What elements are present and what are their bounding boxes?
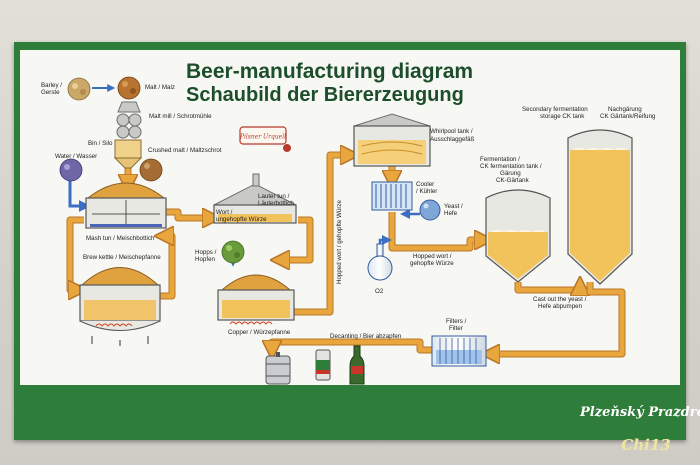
- nachgarung-label: Nachgärung: [608, 106, 642, 113]
- diagram-title-german: Schaubild der Biererzeugung: [186, 84, 464, 106]
- beer-can-icon: [315, 349, 331, 381]
- lauter-tun-label-de: Läuterbottich: [258, 200, 294, 207]
- malt-label: Malt / Malz: [145, 84, 175, 91]
- copper-vessel: [217, 274, 295, 325]
- water-icon: [59, 158, 83, 182]
- keg-icon: [265, 352, 291, 385]
- copper-label: Copper / Würzepfanne: [228, 329, 291, 336]
- barley-icon: [67, 77, 91, 101]
- cooler-label: Cooler: [416, 181, 434, 188]
- yeast-label-de: Hefe: [444, 210, 458, 217]
- wort-label: Wort /: [216, 209, 233, 216]
- secondary-fermentation-label-2: storage CK tank: [540, 113, 585, 120]
- filters-label-de: Filter: [449, 325, 463, 332]
- oxygen-flask-icon: [367, 243, 393, 281]
- secondary-fermentation-tank: [567, 129, 633, 285]
- bin-silo-icon: [113, 139, 143, 169]
- malt-mill-label: Malt mill / Schrotmühle: [149, 113, 212, 120]
- malt-mill-icon: [116, 101, 142, 139]
- fermentation-tank: [485, 189, 551, 283]
- lauter-tun-label: Lauter tun /: [258, 193, 290, 200]
- malt-icon: [117, 76, 141, 100]
- brew-kettle-label: Brew kettle / Meischepfanne: [83, 254, 161, 261]
- yeast-label: Yeast /: [444, 203, 463, 210]
- filter-unit: [431, 335, 487, 367]
- process-pipes: [66, 155, 626, 354]
- cooler-label-de: / Kühler: [416, 188, 437, 195]
- hopped-wort-label: Hopped wort /: [413, 253, 452, 260]
- hopped-wort-label-de: gehopfte Würze: [410, 260, 454, 267]
- barley-label-de: Gerste: [41, 89, 60, 96]
- lauter-tun-vessel: [213, 173, 297, 224]
- water-label: Water / Wasser: [55, 153, 97, 160]
- hopps-label-de: Hopfen: [195, 256, 216, 263]
- barley-label: Barley /: [41, 82, 62, 89]
- whirlpool-tank: [353, 113, 431, 167]
- wort-label-de: ungehopfte Würze: [216, 216, 267, 223]
- fermentation-label-3: Gärung: [500, 170, 521, 177]
- beer-bottle-icon: [349, 345, 365, 385]
- mash-tun-label: Mash tun / Meischbottich: [86, 235, 155, 242]
- secondary-fermentation-label: Secondary fermentation: [522, 106, 588, 113]
- whirlpool-label: Whirlpool tank /: [430, 128, 473, 135]
- filters-label: Filters /: [446, 318, 467, 325]
- photographer-signature: Chi13: [621, 436, 670, 454]
- diagram-title-english: Beer-manufacturing diagram: [186, 60, 473, 83]
- cooler-icon: [371, 181, 413, 211]
- cast-out-yeast-label-de: Hefe abpumpen: [538, 303, 583, 310]
- decanting-label: Decanting / Bier abzapfen: [330, 333, 402, 340]
- svg-text:Pilsner Urquell: Pilsner Urquell: [239, 134, 286, 141]
- mash-tun-vessel: [85, 182, 167, 229]
- pilsner-urquell-badge: Pilsner Urquell: [239, 126, 291, 152]
- plzensky-prazdroj-logo: Plzeňský Prazdroj: [579, 405, 700, 420]
- crushed-malt-icon: [139, 158, 163, 182]
- hopped-wort-vertical-label: Hopped wort / gehopfte Würze: [336, 200, 343, 284]
- yeast-icon: [419, 199, 441, 221]
- brew-kettle-vessel: [79, 267, 161, 346]
- whirlpool-label-de: Ausschlaggefäß: [430, 136, 475, 143]
- crushed-malt-label: Crushed malt / Maltzschrot: [148, 147, 222, 154]
- bin-label: Bin / Silo: [88, 140, 113, 147]
- nachgarung-label-2: CK Gärtank/Reifung: [600, 113, 656, 120]
- hopps-label: Hopps /: [195, 249, 217, 256]
- fermentation-label-4: CK-Gärtank: [496, 177, 530, 184]
- o2-label: O2: [375, 288, 384, 295]
- fermentation-label: Fermentation /: [480, 156, 520, 163]
- hopps-icon: [221, 240, 245, 264]
- cast-out-yeast-label: Cast out the yeast /: [533, 296, 587, 303]
- fermentation-label-2: CK fermentation tank /: [480, 163, 542, 170]
